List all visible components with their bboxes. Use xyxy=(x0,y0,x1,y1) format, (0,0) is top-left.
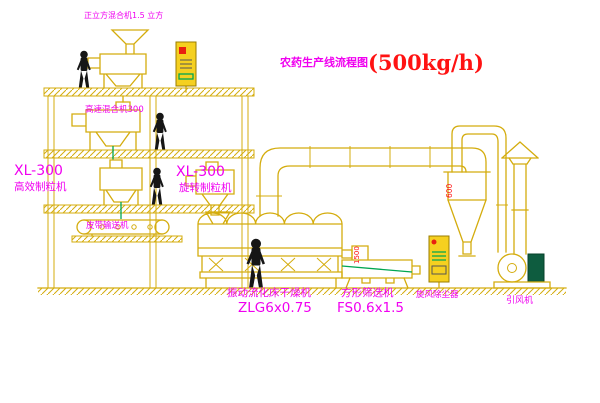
ground-hatch xyxy=(38,288,566,295)
label-dryer-model: ZLG6x0.75 xyxy=(238,300,312,316)
exhaust-stack xyxy=(501,141,539,255)
label-high-speed-mixer: 高速混合机300 xyxy=(85,104,144,115)
rain-cap xyxy=(501,141,539,165)
cabinet-body xyxy=(428,235,450,283)
plant-structure xyxy=(43,87,255,289)
label-sieve-name: 方形筛选机 xyxy=(341,286,394,299)
cyclone-separator xyxy=(443,171,491,257)
conveyor-roller xyxy=(99,224,105,230)
dim-sieve: 1500 xyxy=(353,246,361,264)
belt-conveyor xyxy=(76,219,170,237)
outlet-duct-run xyxy=(451,125,507,253)
control-cabinet-bottom xyxy=(428,235,450,289)
duct-run xyxy=(259,147,487,217)
label-fan: 引风机 xyxy=(506,294,533,306)
floor-slabs xyxy=(43,87,255,243)
conveyor-roller xyxy=(147,224,153,230)
worker-figure-1 xyxy=(76,50,91,88)
fan-base xyxy=(493,281,551,289)
power-indicator xyxy=(431,239,437,245)
stack-pipe xyxy=(511,163,529,255)
label-sieve-model: FS0.6x1.5 xyxy=(337,300,404,316)
label-belt-conveyor: 皮带输送机 xyxy=(86,220,129,231)
dryer-body xyxy=(197,211,353,289)
label-cube-mixer: 正立方混合机1.5 立方 xyxy=(84,10,163,20)
sieve-body xyxy=(341,245,421,289)
conveyor-roller xyxy=(115,224,121,230)
rotary-granulator-body xyxy=(185,161,235,216)
label-granulator-left-name: 高效制粒机 xyxy=(14,180,67,193)
diagram-title: 农药生产线流程图 xyxy=(279,55,368,69)
rotary-granulator xyxy=(185,161,235,216)
square-sieve xyxy=(341,245,421,289)
conveyor-pulley xyxy=(154,219,170,235)
cube-mixer xyxy=(87,29,150,103)
cabinet-panel xyxy=(178,73,194,80)
duct-flanges xyxy=(256,146,431,197)
label-dryer-name: 振动流化床干燥机 xyxy=(227,286,311,299)
label-granulator-mid-name: 旋转制粒机 xyxy=(179,181,232,194)
high-speed-mixer-body xyxy=(71,101,141,151)
dryer-springs xyxy=(208,257,332,272)
cyclone-outlet-duct xyxy=(451,125,508,253)
cabinet-vents xyxy=(180,59,192,69)
conveyor-belt xyxy=(83,219,163,237)
power-indicator xyxy=(179,47,186,54)
oscillating-granulator xyxy=(99,159,143,219)
dim-cyclone: 600 xyxy=(445,183,454,198)
worker-figure-3 xyxy=(149,167,164,205)
label-dust-collector: 旋风除尘器 xyxy=(416,289,459,300)
control-cabinet-top xyxy=(175,41,197,93)
cabinet-panel xyxy=(431,265,447,275)
cabinet-vents xyxy=(432,251,446,261)
cube-mixer-body xyxy=(87,29,150,103)
fan-hub xyxy=(507,263,517,273)
fan-casing xyxy=(497,253,527,283)
worker-figure-2 xyxy=(152,112,167,150)
worker-figure-4 xyxy=(246,238,265,288)
conveyor-roller xyxy=(131,224,137,230)
cyclone-body xyxy=(443,171,491,257)
conveyor-pulley xyxy=(76,219,92,235)
sieve-screen xyxy=(341,265,413,273)
label-granulator-mid-model: XL-300 xyxy=(176,164,225,180)
exhaust-duct xyxy=(256,146,487,217)
fan-motor xyxy=(527,253,545,283)
induced-draft-fan xyxy=(493,253,551,289)
diagram-capacity: (500kg/h) xyxy=(368,50,484,75)
high-speed-mixer xyxy=(71,101,141,160)
granulator-body xyxy=(99,159,143,206)
label-granulator-left-model: XL-300 xyxy=(14,163,63,179)
fluid-bed-dryer xyxy=(197,211,353,289)
